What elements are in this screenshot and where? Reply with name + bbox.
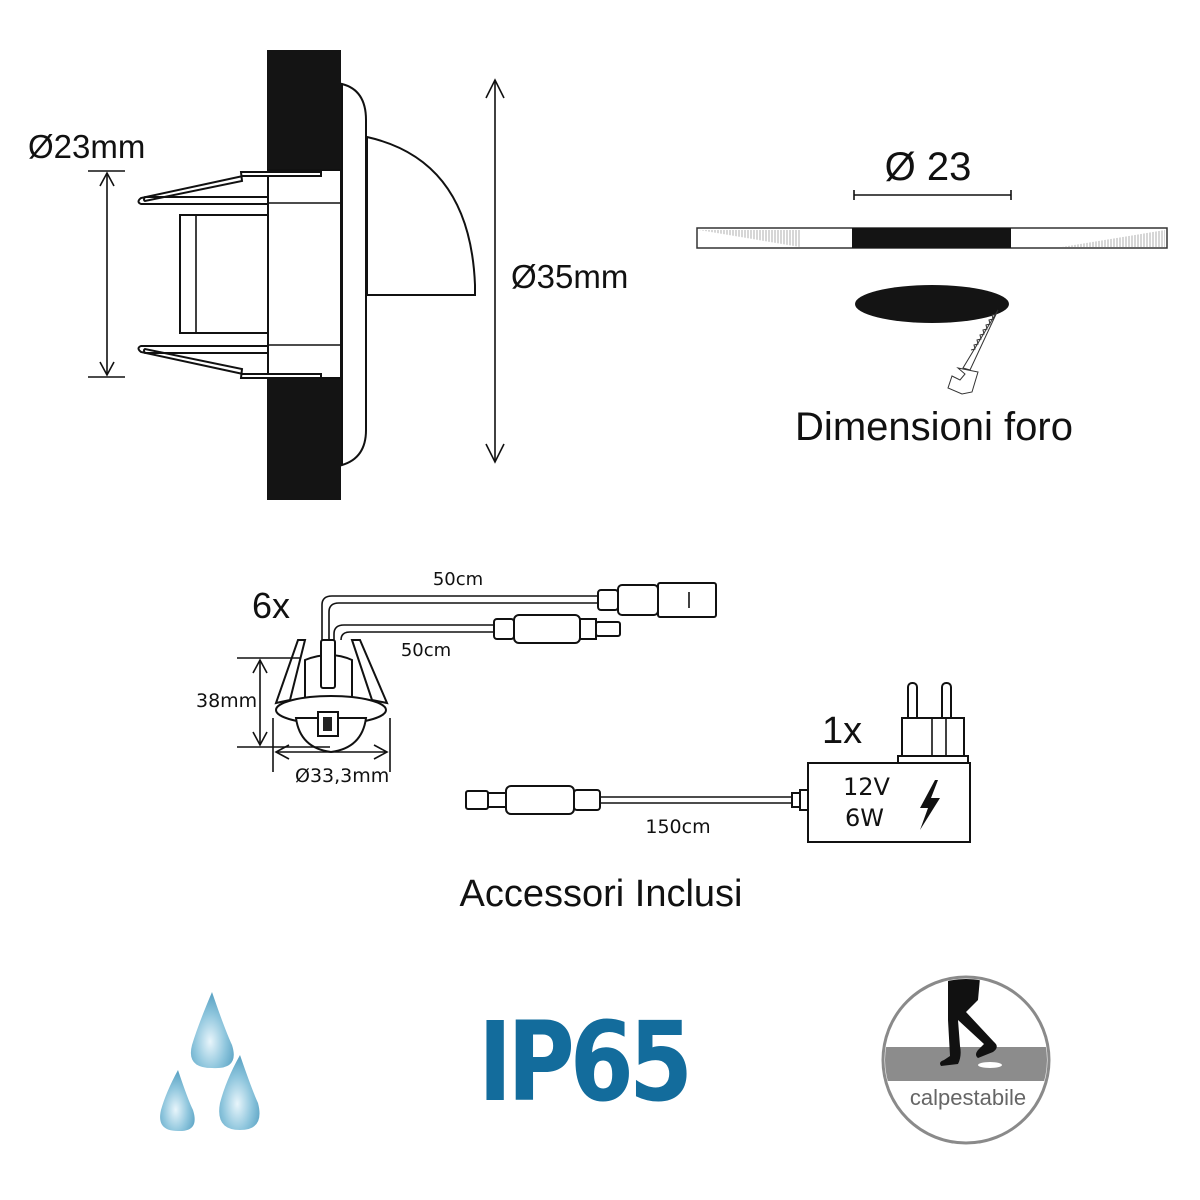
mounting-side-view: Ø23mm Ø35mm	[28, 50, 628, 500]
female-connector	[597, 582, 717, 618]
adapter-voltage: 12V	[843, 773, 891, 801]
walkable-badge: calpestabile	[881, 975, 1051, 1145]
accessories-caption: Accessori Inclusi	[460, 873, 743, 915]
power-adapter	[807, 762, 971, 843]
dc-plug	[465, 785, 601, 815]
walkable-label: calpestabile	[910, 1085, 1026, 1110]
wall-bottom	[267, 378, 341, 500]
diameter-label: Ø33,3mm	[295, 765, 389, 787]
adapter-cable-length: 150cm	[645, 816, 710, 838]
accessories-view: 6x 50cm 50cm	[196, 569, 971, 915]
hole-diameter-title: Ø 23	[885, 145, 972, 189]
light-fixture	[274, 639, 389, 754]
hole-dimension-view: Ø 23 Dimensioni foro	[696, 145, 1168, 449]
cable-length-2: 50cm	[401, 640, 451, 661]
ip-rating: IP65	[478, 998, 688, 1126]
male-connector	[493, 614, 621, 644]
water-drops-icon	[160, 992, 260, 1132]
hole-ellipse	[855, 285, 1009, 323]
hole-cut	[852, 228, 1011, 248]
flange	[341, 82, 367, 467]
height-label: 38mm	[196, 690, 257, 712]
adapter-power: 6W	[845, 804, 884, 832]
cable-length-1: 50cm	[433, 569, 483, 590]
hole-diameter-label: Ø23mm	[28, 128, 145, 165]
adapter-quantity: 1x	[822, 710, 862, 752]
body	[267, 169, 342, 379]
lightning-icon	[920, 780, 940, 830]
wall-top	[267, 50, 341, 170]
hole-caption: Dimensioni foro	[795, 405, 1073, 449]
power-plug-icon	[897, 682, 969, 764]
walking-legs-icon	[940, 979, 1002, 1068]
inner-housing	[179, 214, 269, 334]
outer-diameter-label: Ø35mm	[511, 258, 628, 295]
dome-lens	[366, 135, 476, 296]
spring-clip-bottom	[137, 345, 322, 379]
spring-clip-top	[137, 171, 322, 205]
light-quantity: 6x	[252, 585, 290, 626]
saw-icon	[947, 309, 999, 395]
